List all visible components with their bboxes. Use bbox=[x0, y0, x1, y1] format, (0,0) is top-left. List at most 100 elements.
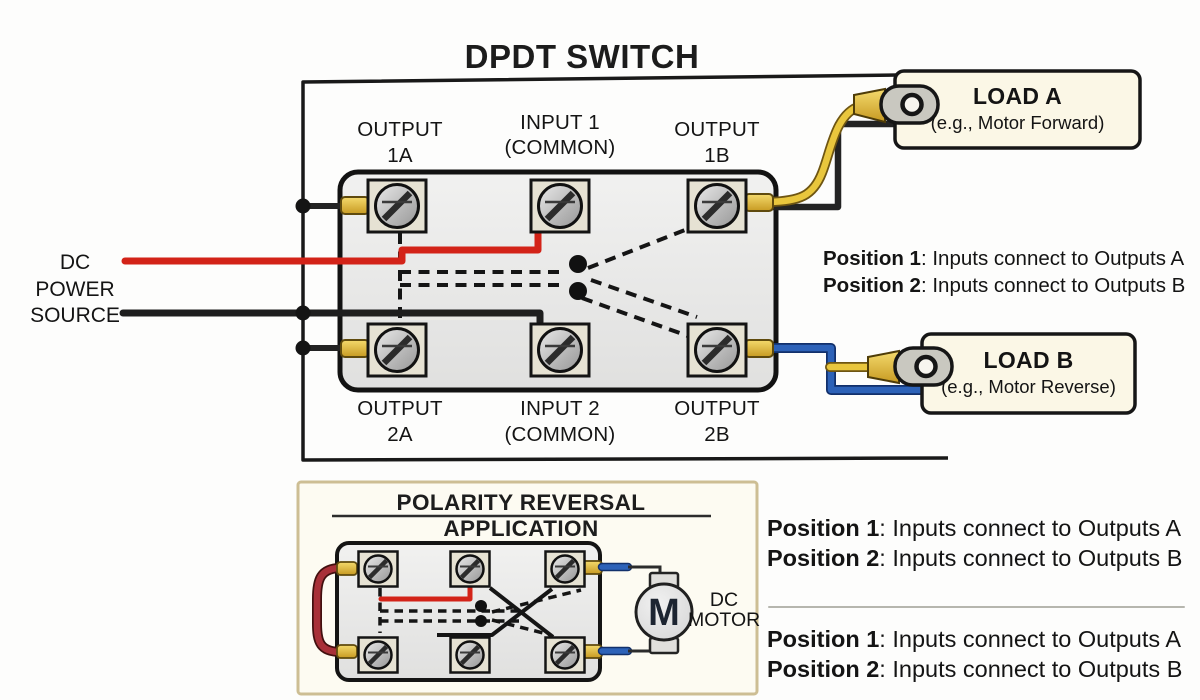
position-note-b2-line2: Position 2: Inputs connect to Outputs B bbox=[767, 655, 1182, 685]
power-source-line1: DC bbox=[59, 251, 91, 274]
label-input-2: INPUT 2 (COMMON) bbox=[478, 396, 642, 448]
pivot-dot-1 bbox=[569, 255, 587, 273]
position-note-b1-line1: Position 1: Inputs connect to Outputs A bbox=[767, 514, 1182, 544]
red-power-wire bbox=[121, 228, 542, 265]
label-output-2a-line1: OUTPUT bbox=[357, 397, 443, 420]
load-b-title: LOAD B bbox=[983, 347, 1074, 373]
pivot-dot-2 bbox=[569, 282, 587, 300]
position-1-label: Position 1 bbox=[767, 515, 880, 541]
label-output-1b-line2: 1B bbox=[704, 144, 730, 167]
label-input-2-line2: (COMMON) bbox=[504, 423, 616, 446]
app-terminal-2a bbox=[359, 638, 398, 673]
ring-terminal-b-hole bbox=[914, 354, 938, 379]
application-title: POLARITY REVERSAL APPLICATION bbox=[396, 490, 646, 541]
switch-body bbox=[337, 169, 779, 393]
junction-dot-bottom bbox=[295, 340, 311, 356]
terminal-output-2a bbox=[368, 324, 426, 376]
dashed-throw-2b-a bbox=[590, 278, 698, 319]
label-output-1a-line2: 1A bbox=[387, 144, 413, 167]
ring-terminal-a-hole bbox=[900, 92, 924, 117]
load-a-label: LOAD A (e.g., Motor Forward) bbox=[895, 82, 1140, 135]
label-output-1b: OUTPUT 1B bbox=[644, 117, 790, 169]
position-1-text: : Inputs connect to Outputs A bbox=[879, 515, 1182, 541]
position-note-mid-line1: Position 1: Inputs connect to Outputs A bbox=[823, 245, 1185, 272]
terminal-output-1b bbox=[688, 180, 746, 232]
app-cross-wire-2 bbox=[437, 587, 554, 637]
position-2-text: : Inputs connect to Outputs B bbox=[879, 544, 1183, 571]
position-1-text: : Inputs connect to Outputs A bbox=[879, 626, 1182, 652]
terminal-output-2b bbox=[688, 324, 746, 376]
app-red-loop-wire bbox=[313, 564, 345, 656]
position-2-label: Position 2 bbox=[767, 544, 880, 571]
app-terminal-1a bbox=[359, 552, 398, 587]
label-output-2b: OUTPUT 2B bbox=[644, 396, 790, 448]
label-input-1: INPUT 1 (COMMON) bbox=[478, 110, 642, 160]
power-source-label: DC POWER SOURCE bbox=[15, 250, 135, 330]
black-power-wire bbox=[119, 309, 544, 326]
app-terminal-2b bbox=[546, 638, 585, 673]
position-note-mid-line2: Position 2: Inputs connect to Outputs B bbox=[823, 272, 1185, 299]
position-2-text: : Inputs connect to Outputs B bbox=[920, 274, 1186, 297]
load-b-subtitle: (e.g., Motor Reverse) bbox=[941, 376, 1116, 397]
app-ferrule-bl bbox=[336, 644, 358, 659]
load-a-title: LOAD A bbox=[972, 83, 1063, 109]
label-input-1-line1: INPUT 1 bbox=[520, 111, 600, 134]
notes-divider bbox=[768, 606, 1185, 608]
junction-dot-top bbox=[295, 198, 311, 214]
ferrule-2b bbox=[744, 339, 774, 358]
app-terminal-in2 bbox=[451, 638, 490, 673]
position-note-mid: Position 1: Inputs connect to Outputs A … bbox=[823, 245, 1185, 299]
app-terminal-in1 bbox=[451, 552, 490, 587]
app-dashed-throw-2 bbox=[491, 618, 552, 637]
switch-pole-dashed-lines bbox=[398, 226, 698, 338]
power-source-line2: POWER bbox=[35, 277, 115, 301]
position-note-b1-line2: Position 2: Inputs connect to Outputs B bbox=[767, 544, 1182, 574]
label-output-2b-line1: OUTPUT bbox=[674, 397, 760, 420]
yellow-wire-load-a bbox=[765, 102, 864, 206]
terminal-output-1a bbox=[368, 180, 426, 232]
app-terminal-1b bbox=[546, 552, 585, 587]
motor-label-line2: MOTOR bbox=[688, 608, 761, 631]
label-output-1a: OUTPUT 1A bbox=[327, 117, 473, 169]
motor-label: DC MOTOR bbox=[688, 589, 761, 631]
load-a-subtitle: (e.g., Motor Forward) bbox=[930, 112, 1105, 133]
dashed-throw-2b-b bbox=[581, 296, 689, 338]
crimp-sleeve-a bbox=[853, 87, 886, 124]
app-red-inner-wire bbox=[378, 585, 473, 602]
load-b-label: LOAD B (e.g., Motor Reverse) bbox=[922, 346, 1135, 399]
power-source-line3: SOURCE bbox=[30, 304, 120, 327]
terminal-input-1 bbox=[531, 180, 589, 232]
position-2-label: Position 2 bbox=[767, 655, 880, 682]
label-input-1-line2: (COMMON) bbox=[504, 136, 616, 159]
position-note-bottom-1: Position 1: Inputs connect to Outputs A … bbox=[767, 514, 1182, 573]
wire-ferrules bbox=[340, 193, 774, 358]
motor-letter: M bbox=[648, 592, 680, 634]
label-output-2a-line2: 2A bbox=[387, 423, 413, 446]
app-pivot-dot-1 bbox=[475, 600, 487, 612]
ferrule-2a bbox=[340, 339, 370, 358]
label-output-2a: OUTPUT 2A bbox=[327, 396, 473, 448]
main-enclosure-outline bbox=[301, 73, 949, 462]
motor-label-line1: DC bbox=[709, 589, 739, 611]
label-output-1b-line1: OUTPUT bbox=[674, 118, 760, 141]
crimp-sleeve-b bbox=[867, 349, 900, 385]
black-wire-load-a bbox=[765, 120, 900, 211]
position-1-label: Position 1 bbox=[767, 626, 880, 652]
motor-body bbox=[634, 582, 694, 642]
ferrule-1a bbox=[340, 196, 370, 215]
position-1-label: Position 1 bbox=[823, 247, 921, 270]
junction-dot-mid bbox=[295, 305, 311, 321]
position-1-text: : Inputs connect to Outputs A bbox=[920, 247, 1185, 270]
label-output-2b-line2: 2B bbox=[704, 423, 730, 446]
position-note-b2-line1: Position 1: Inputs connect to Outputs A bbox=[767, 625, 1182, 655]
terminal-input-2 bbox=[531, 324, 589, 376]
ferrule-1b bbox=[744, 193, 774, 212]
app-pivot-dot-2 bbox=[475, 615, 487, 627]
app-ferrule-tl bbox=[336, 561, 358, 576]
app-ferrules bbox=[336, 560, 603, 659]
app-switch-internals bbox=[378, 585, 582, 639]
label-output-1a-line1: OUTPUT bbox=[357, 118, 443, 141]
label-input-2-line1: INPUT 2 bbox=[520, 397, 600, 420]
